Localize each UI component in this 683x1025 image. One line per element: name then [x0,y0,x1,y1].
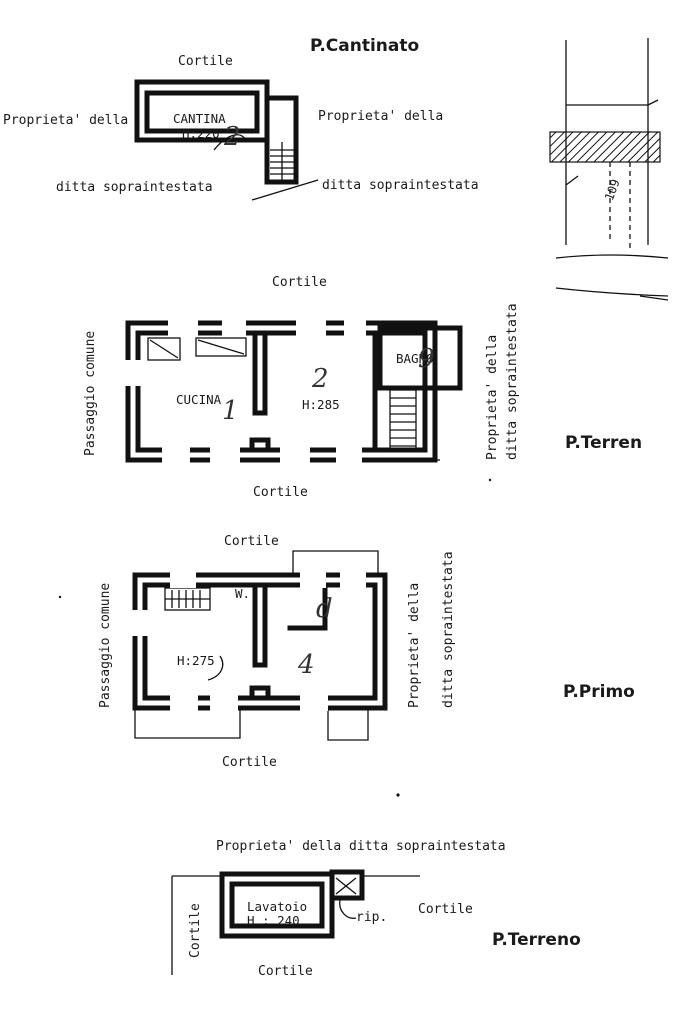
terreno-left-label: Passaggio comune [83,330,98,456]
primo-hand-2: d [316,594,333,624]
terreno-outer-walls [125,320,438,463]
terreno-partition [252,330,268,416]
primo-right-label-1: Proprieta' della [407,582,422,708]
terreno-right-label-2: ditta sopraintestata [505,303,520,460]
primo-balcony-top [292,550,379,575]
lavatoio-right-label: Cortile [418,902,473,917]
primo-partition [252,582,268,668]
cantina-hand-mark: 2 [224,122,241,152]
rip-label: rip. [356,910,388,925]
terreno-hand-2: 2 [312,364,329,394]
terreno-right-label-1: Proprieta' della [485,334,500,460]
cantinato-bottom-left: ditta sopraintestata [56,180,213,195]
cantina-room-height: H:220 [182,126,220,141]
ripostiglio-walls [329,869,365,901]
cantina-stairs [270,142,294,180]
terreno-top-label: Cortile [272,275,327,290]
terreno-room-height: H:285 [302,397,340,412]
primo-scribble [207,655,224,681]
site-plan-fragment [549,38,669,301]
wc-label: W. [235,586,251,601]
cantinato-right-label: Proprieta' della [318,109,444,124]
terreno-hand-3: 9 [418,344,435,374]
lavatoio-title: P.Terreno [492,930,581,950]
primo-balcony-left [134,708,241,739]
stray-dot [58,595,62,599]
cantinato-left-label: Proprieta' della [3,113,129,128]
primo-top-label: Cortile [224,534,279,549]
cantinato-title: P.Cantinato [310,36,420,56]
lavatoio-room-name: Lavatoio [247,899,308,914]
primo-bottom-label: Cortile [222,755,277,770]
terreno-windows [125,320,366,463]
lavatoio-room-height: H : 240 [247,913,300,928]
cantina-walls [134,79,270,143]
primo-stairs [164,587,211,611]
primo-outer-walls [132,572,388,711]
stray-dot [396,793,400,797]
cantina-arrow [251,179,319,201]
primo-balcony-right [327,708,369,741]
lavatoio-bottom-label: Cortile [258,964,313,979]
stray-dot [488,478,492,482]
rip-leader [339,899,357,919]
terreno-pier [249,437,271,453]
kitchen-label: CUCINA [176,392,222,407]
lavatoio-left-label: Cortile [188,903,203,958]
cantinato-top-label: Cortile [178,54,233,69]
lavatoio-inner-walls [229,881,325,929]
bagno-walls [377,325,463,391]
kitchen-fixtures [147,337,247,361]
lavatoio-top-label: Proprieta' della ditta sopraintestata [216,839,506,854]
primo-left-label: Passaggio comune [98,582,113,708]
primo-plan [132,550,388,741]
cantina-plan [134,79,319,201]
terreno-stairs [389,389,417,451]
cantina-room-name: CANTINA [173,111,226,126]
primo-bath-walls [287,582,328,631]
bath-label: BAGNO [396,351,434,366]
cantina-stair-walls [264,95,299,185]
primo-windows [132,572,366,711]
cantina-inner-walls [144,90,260,134]
primo-title: P.Primo [563,682,635,702]
terreno-hand-1: 1 [222,396,239,426]
primo-right-label-2: ditta sopraintestata [441,551,456,708]
terreno-title: P.Terren [565,433,643,453]
terreno-bottom-label: Cortile [253,485,308,500]
terreno-plan [125,320,463,463]
lavatoio-plan [171,869,420,975]
primo-hand-1: 4 [298,650,315,680]
cantina-scribble [213,134,247,151]
cantinato-bottom-right: ditta sopraintestata [322,178,479,193]
primo-room-height: H:275 [177,653,215,668]
primo-pier [249,685,271,701]
